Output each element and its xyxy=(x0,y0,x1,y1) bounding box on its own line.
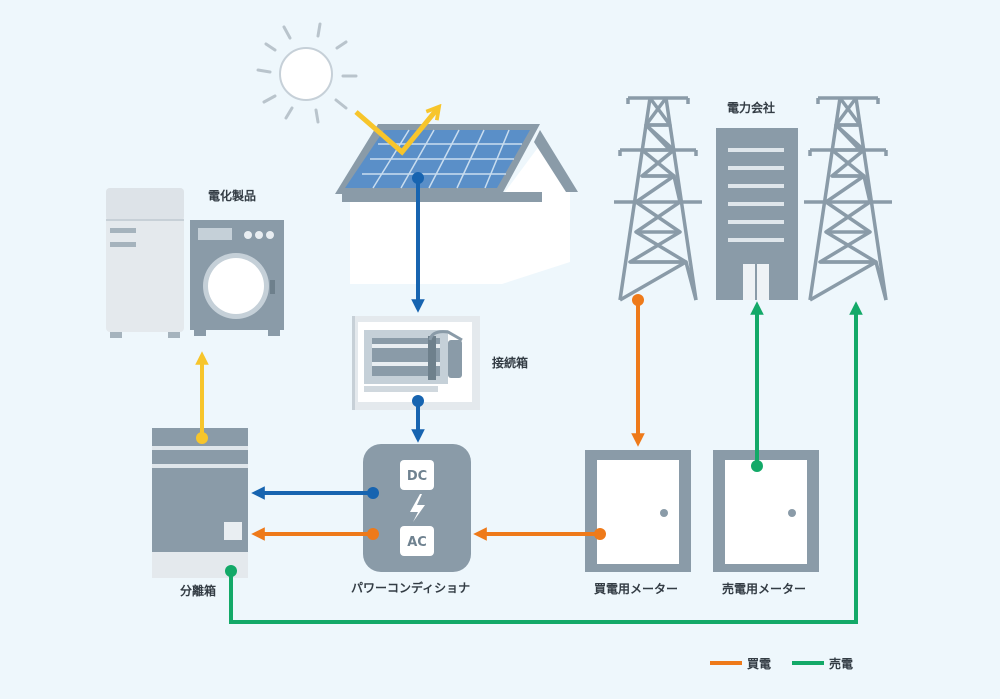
sunlight-ray xyxy=(354,108,438,156)
refrigerator-icon xyxy=(106,188,184,338)
buy-meter-icon xyxy=(585,450,691,572)
washing-machine-icon xyxy=(190,220,284,336)
dc-flow-panel-to-junction xyxy=(411,172,425,313)
supply-flow-board-to-appliances xyxy=(195,351,209,444)
label-power-company: 電力会社 xyxy=(727,100,775,115)
transmission-tower-icon xyxy=(804,96,892,302)
sell-flow-board-to-tower xyxy=(225,301,863,624)
sell-meter-icon xyxy=(713,450,819,572)
label-junction-box: 接続箱 xyxy=(492,355,528,370)
buy-flow-meter-to-inverter xyxy=(473,527,606,541)
legend-buy-label: 買電 xyxy=(747,657,771,671)
power-company-building-icon xyxy=(716,128,798,300)
label-distribution-board: 分離箱 xyxy=(180,583,216,598)
lightning-icon xyxy=(410,494,425,522)
label-sell-meter: 売電用メーター xyxy=(722,581,806,596)
inverter-icon xyxy=(363,444,471,572)
label-inverter: パワーコンディショナ xyxy=(351,580,470,595)
sun-icon xyxy=(256,22,358,124)
transmission-tower-icon xyxy=(614,96,702,302)
house-icon xyxy=(342,130,578,284)
junction-box-icon xyxy=(352,316,480,410)
inverter-dc-label: DC xyxy=(407,469,427,484)
distribution-board-icon xyxy=(152,428,248,578)
legend-sell-label: 売電 xyxy=(829,656,853,671)
sell-flow-meter-to-company xyxy=(750,301,764,472)
buy-flow-inverter-to-board xyxy=(251,527,379,541)
solar-panel-icon xyxy=(335,124,540,194)
buy-flow-tower-to-meter xyxy=(631,294,645,447)
label-appliances: 電化製品 xyxy=(208,188,256,203)
legend: 買電 売電 xyxy=(710,656,853,671)
inverter-ac-label: AC xyxy=(407,535,427,550)
dc-flow-junction-to-inverter xyxy=(411,395,425,443)
dc-flow-inverter-to-board xyxy=(251,486,379,500)
label-buy-meter: 買電用メーター xyxy=(594,582,678,596)
